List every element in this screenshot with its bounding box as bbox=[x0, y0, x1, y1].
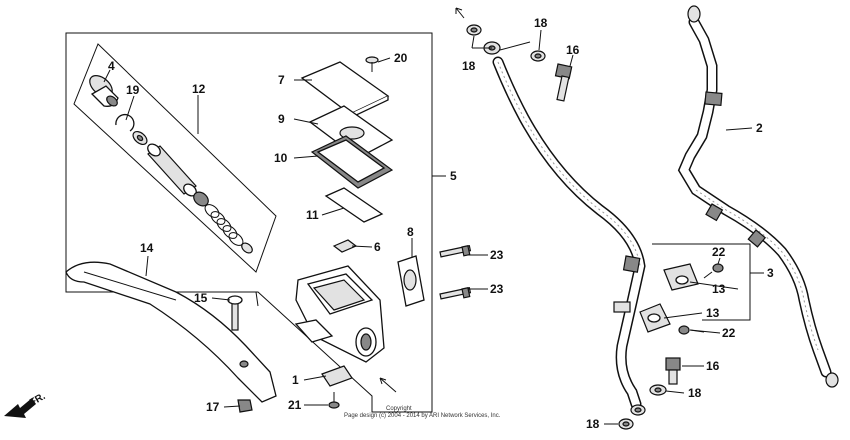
callout-19: 19 bbox=[126, 83, 140, 97]
brake-lever-part bbox=[65, 261, 277, 403]
cap-screw-part bbox=[365, 56, 379, 72]
master-cylinder-group-outline bbox=[65, 32, 433, 413]
callout-16b: 16 bbox=[706, 359, 720, 373]
callout-21: 21 bbox=[288, 398, 302, 412]
clamp-group-bracket bbox=[652, 243, 751, 321]
callout-12: 12 bbox=[192, 82, 206, 96]
sealing-washer-lower-a-part bbox=[649, 384, 667, 396]
callout-5: 5 bbox=[450, 169, 457, 183]
callout-22b: 22 bbox=[722, 326, 736, 340]
circlip-part bbox=[115, 114, 135, 132]
callout-4: 4 bbox=[108, 59, 115, 73]
piston-kit-box bbox=[73, 43, 277, 273]
copyright-line-1: Copyright bbox=[386, 406, 412, 412]
callout-18d: 18 bbox=[586, 417, 600, 431]
callout-22a: 22 bbox=[712, 245, 726, 259]
pivot-nut-part bbox=[237, 399, 253, 413]
front-direction-arrow bbox=[4, 398, 36, 418]
callout-20: 20 bbox=[394, 51, 408, 65]
callout-10: 10 bbox=[274, 151, 288, 165]
assembly-arrow bbox=[379, 377, 397, 393]
callout-14: 14 bbox=[140, 241, 154, 255]
hose-clamp-lower-part bbox=[639, 303, 671, 333]
pivot-bolt-part bbox=[227, 295, 243, 331]
callout-2: 2 bbox=[756, 121, 763, 135]
callout-13a: 13 bbox=[712, 282, 726, 296]
holder-bolt-upper-part bbox=[439, 245, 472, 258]
callout-1: 1 bbox=[292, 373, 299, 387]
banjo-bolt-lower-part bbox=[665, 357, 681, 385]
callout-23b: 23 bbox=[490, 282, 504, 296]
sealing-washer-top-b-part bbox=[530, 50, 546, 62]
clamp-bolt-upper-part bbox=[703, 263, 724, 279]
callout-13b: 13 bbox=[706, 306, 720, 320]
hose-clamp-upper-part bbox=[663, 263, 699, 291]
leader-lines bbox=[103, 29, 764, 425]
piston-washer-part bbox=[132, 130, 148, 146]
callout-8: 8 bbox=[407, 225, 414, 239]
primary-cup-part bbox=[193, 191, 209, 207]
boot-part bbox=[89, 75, 119, 107]
banjo-bolt-top-part bbox=[554, 63, 573, 102]
callout-6: 6 bbox=[374, 240, 381, 254]
callout-15: 15 bbox=[194, 291, 208, 305]
callout-16a: 16 bbox=[566, 43, 580, 57]
upper-brake-hose-part bbox=[492, 56, 646, 410]
front-direction-label: FR. bbox=[28, 391, 48, 409]
callout-17: 17 bbox=[206, 400, 220, 414]
callout-7: 7 bbox=[278, 73, 285, 87]
callout-18b: 18 bbox=[534, 16, 548, 30]
callout-3: 3 bbox=[767, 266, 774, 280]
sealing-washer-top-a-part bbox=[466, 24, 482, 36]
callout-23a: 23 bbox=[490, 248, 504, 262]
spring-seat-part bbox=[241, 242, 253, 254]
lower-brake-hose-part bbox=[677, 5, 839, 388]
callout-18c: 18 bbox=[688, 386, 702, 400]
hose-banjo-bottom-part bbox=[630, 404, 646, 416]
diaphragm-part bbox=[310, 135, 394, 189]
callout-11: 11 bbox=[306, 208, 319, 222]
copyright-line-2: Page design (c) 2004 - 2014 by ARI Netwo… bbox=[344, 413, 501, 419]
sealing-washer-lower-b-part bbox=[618, 418, 634, 430]
master-cylinder-body-part bbox=[294, 265, 385, 363]
outline-joint bbox=[255, 291, 259, 307]
float-plate-part bbox=[324, 187, 384, 223]
piston-part bbox=[147, 143, 197, 197]
brake-switch-part bbox=[321, 365, 353, 387]
switch-screw-part bbox=[328, 392, 340, 409]
callout-9: 9 bbox=[278, 112, 285, 126]
top-direction-arrow bbox=[455, 7, 465, 19]
holder-bolt-lower-part bbox=[439, 287, 472, 300]
spring-part bbox=[204, 204, 244, 246]
callout-18a: 18 bbox=[462, 59, 476, 73]
master-cylinder-holder-part bbox=[397, 255, 425, 307]
